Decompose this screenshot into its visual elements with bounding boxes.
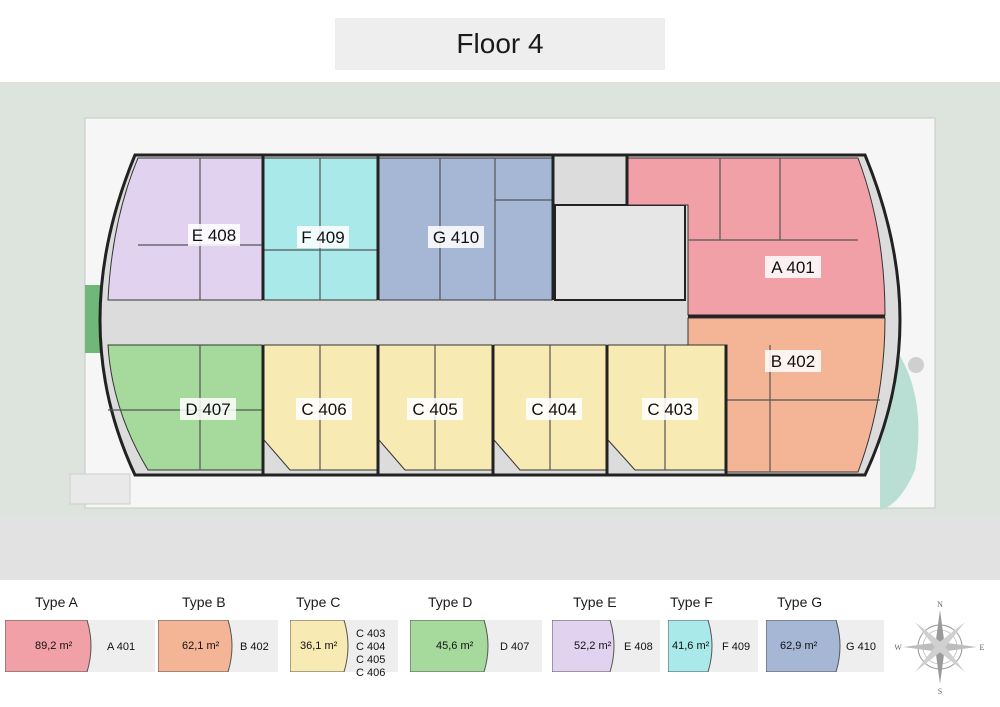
legend-unit-list: E 408 bbox=[624, 641, 653, 654]
compass-e: E bbox=[980, 643, 985, 652]
legend-unit-id: A 401 bbox=[107, 641, 136, 653]
legend-unit-id: C 404 bbox=[356, 641, 386, 653]
legend-unit-list: G 410 bbox=[846, 641, 876, 654]
unit-label-e408: E 408 bbox=[192, 226, 236, 245]
unit-label-c405: C 405 bbox=[412, 400, 457, 419]
legend-unit-id: C 403 bbox=[356, 628, 386, 640]
legend-unit-id: C 406 bbox=[356, 667, 386, 679]
legend-unit-id: C 405 bbox=[356, 654, 386, 666]
legend-unit-shape bbox=[410, 620, 489, 672]
floor-title: Floor 4 bbox=[335, 18, 665, 70]
legend-type-title: Type B bbox=[182, 594, 226, 610]
legend-unit-shape bbox=[290, 620, 349, 672]
unit-label-c403: C 403 bbox=[647, 400, 692, 419]
legend-type-title: Type F bbox=[670, 594, 713, 610]
compass-s: S bbox=[938, 687, 942, 695]
unit-label-c404: C 404 bbox=[531, 400, 576, 419]
legend-area-value: 62,1 m² bbox=[182, 640, 220, 652]
legend-type-title: Type D bbox=[428, 594, 473, 610]
legend-type-title: Type C bbox=[296, 594, 341, 610]
legend-unit-id: G 410 bbox=[846, 641, 876, 653]
tree-icon bbox=[908, 357, 924, 373]
legend-unit-id: F 409 bbox=[722, 641, 751, 653]
legend-area-value: 52,2 m² bbox=[574, 640, 612, 652]
unit-walls bbox=[261, 155, 885, 475]
parking-area bbox=[69, 473, 131, 505]
road-strip bbox=[0, 515, 1000, 580]
legend-unit-shape bbox=[766, 620, 841, 672]
unit-b-402[interactable] bbox=[687, 317, 886, 473]
legend-unit-list: F 409 bbox=[722, 641, 750, 654]
floor-title-text: Floor 4 bbox=[456, 28, 544, 59]
unit-label-g410: G 410 bbox=[433, 228, 479, 247]
unit-label-f409: F 409 bbox=[301, 228, 344, 247]
legend-unit-list: D 407 bbox=[500, 641, 529, 654]
unit-label-d407: D 407 bbox=[185, 400, 230, 419]
legend-unit-shape bbox=[552, 620, 615, 672]
legend-type-title: Type A bbox=[35, 594, 78, 610]
legend-unit-list: B 402 bbox=[240, 641, 269, 654]
legend-unit-shape bbox=[158, 620, 233, 672]
stair-core bbox=[554, 204, 686, 301]
legend-unit-shape bbox=[668, 620, 713, 672]
floor-plan: E 408 F 409 G 410 A 401 D 407 C 406 C 40… bbox=[0, 82, 1000, 580]
legend-unit-list: A 401 bbox=[107, 641, 135, 654]
legend-area-value: 89,2 m² bbox=[35, 640, 73, 652]
unit-label-c406: C 406 bbox=[301, 400, 346, 419]
legend-area-value: 41,6 m² bbox=[672, 640, 710, 652]
compass-w: W bbox=[895, 643, 902, 652]
compass-n: N bbox=[937, 600, 943, 609]
legend-unit-id: E 408 bbox=[624, 641, 653, 653]
unit-e-408[interactable] bbox=[107, 157, 263, 301]
legend-area-value: 62,9 m² bbox=[780, 640, 818, 652]
compass-rose-icon: N S E W bbox=[895, 600, 985, 695]
legend-unit-id: B 402 bbox=[240, 641, 269, 653]
unit-label-b402: B 402 bbox=[771, 352, 815, 371]
legend-area-value: 45,6 m² bbox=[436, 640, 474, 652]
legend-unit-id: D 407 bbox=[500, 641, 530, 653]
legend-unit-shape bbox=[5, 620, 92, 672]
legend-type-title: Type E bbox=[573, 594, 617, 610]
unit-label-a401: A 401 bbox=[771, 258, 815, 277]
legend-type-title: Type G bbox=[777, 594, 823, 610]
legend-area-value: 36,1 m² bbox=[300, 640, 338, 652]
